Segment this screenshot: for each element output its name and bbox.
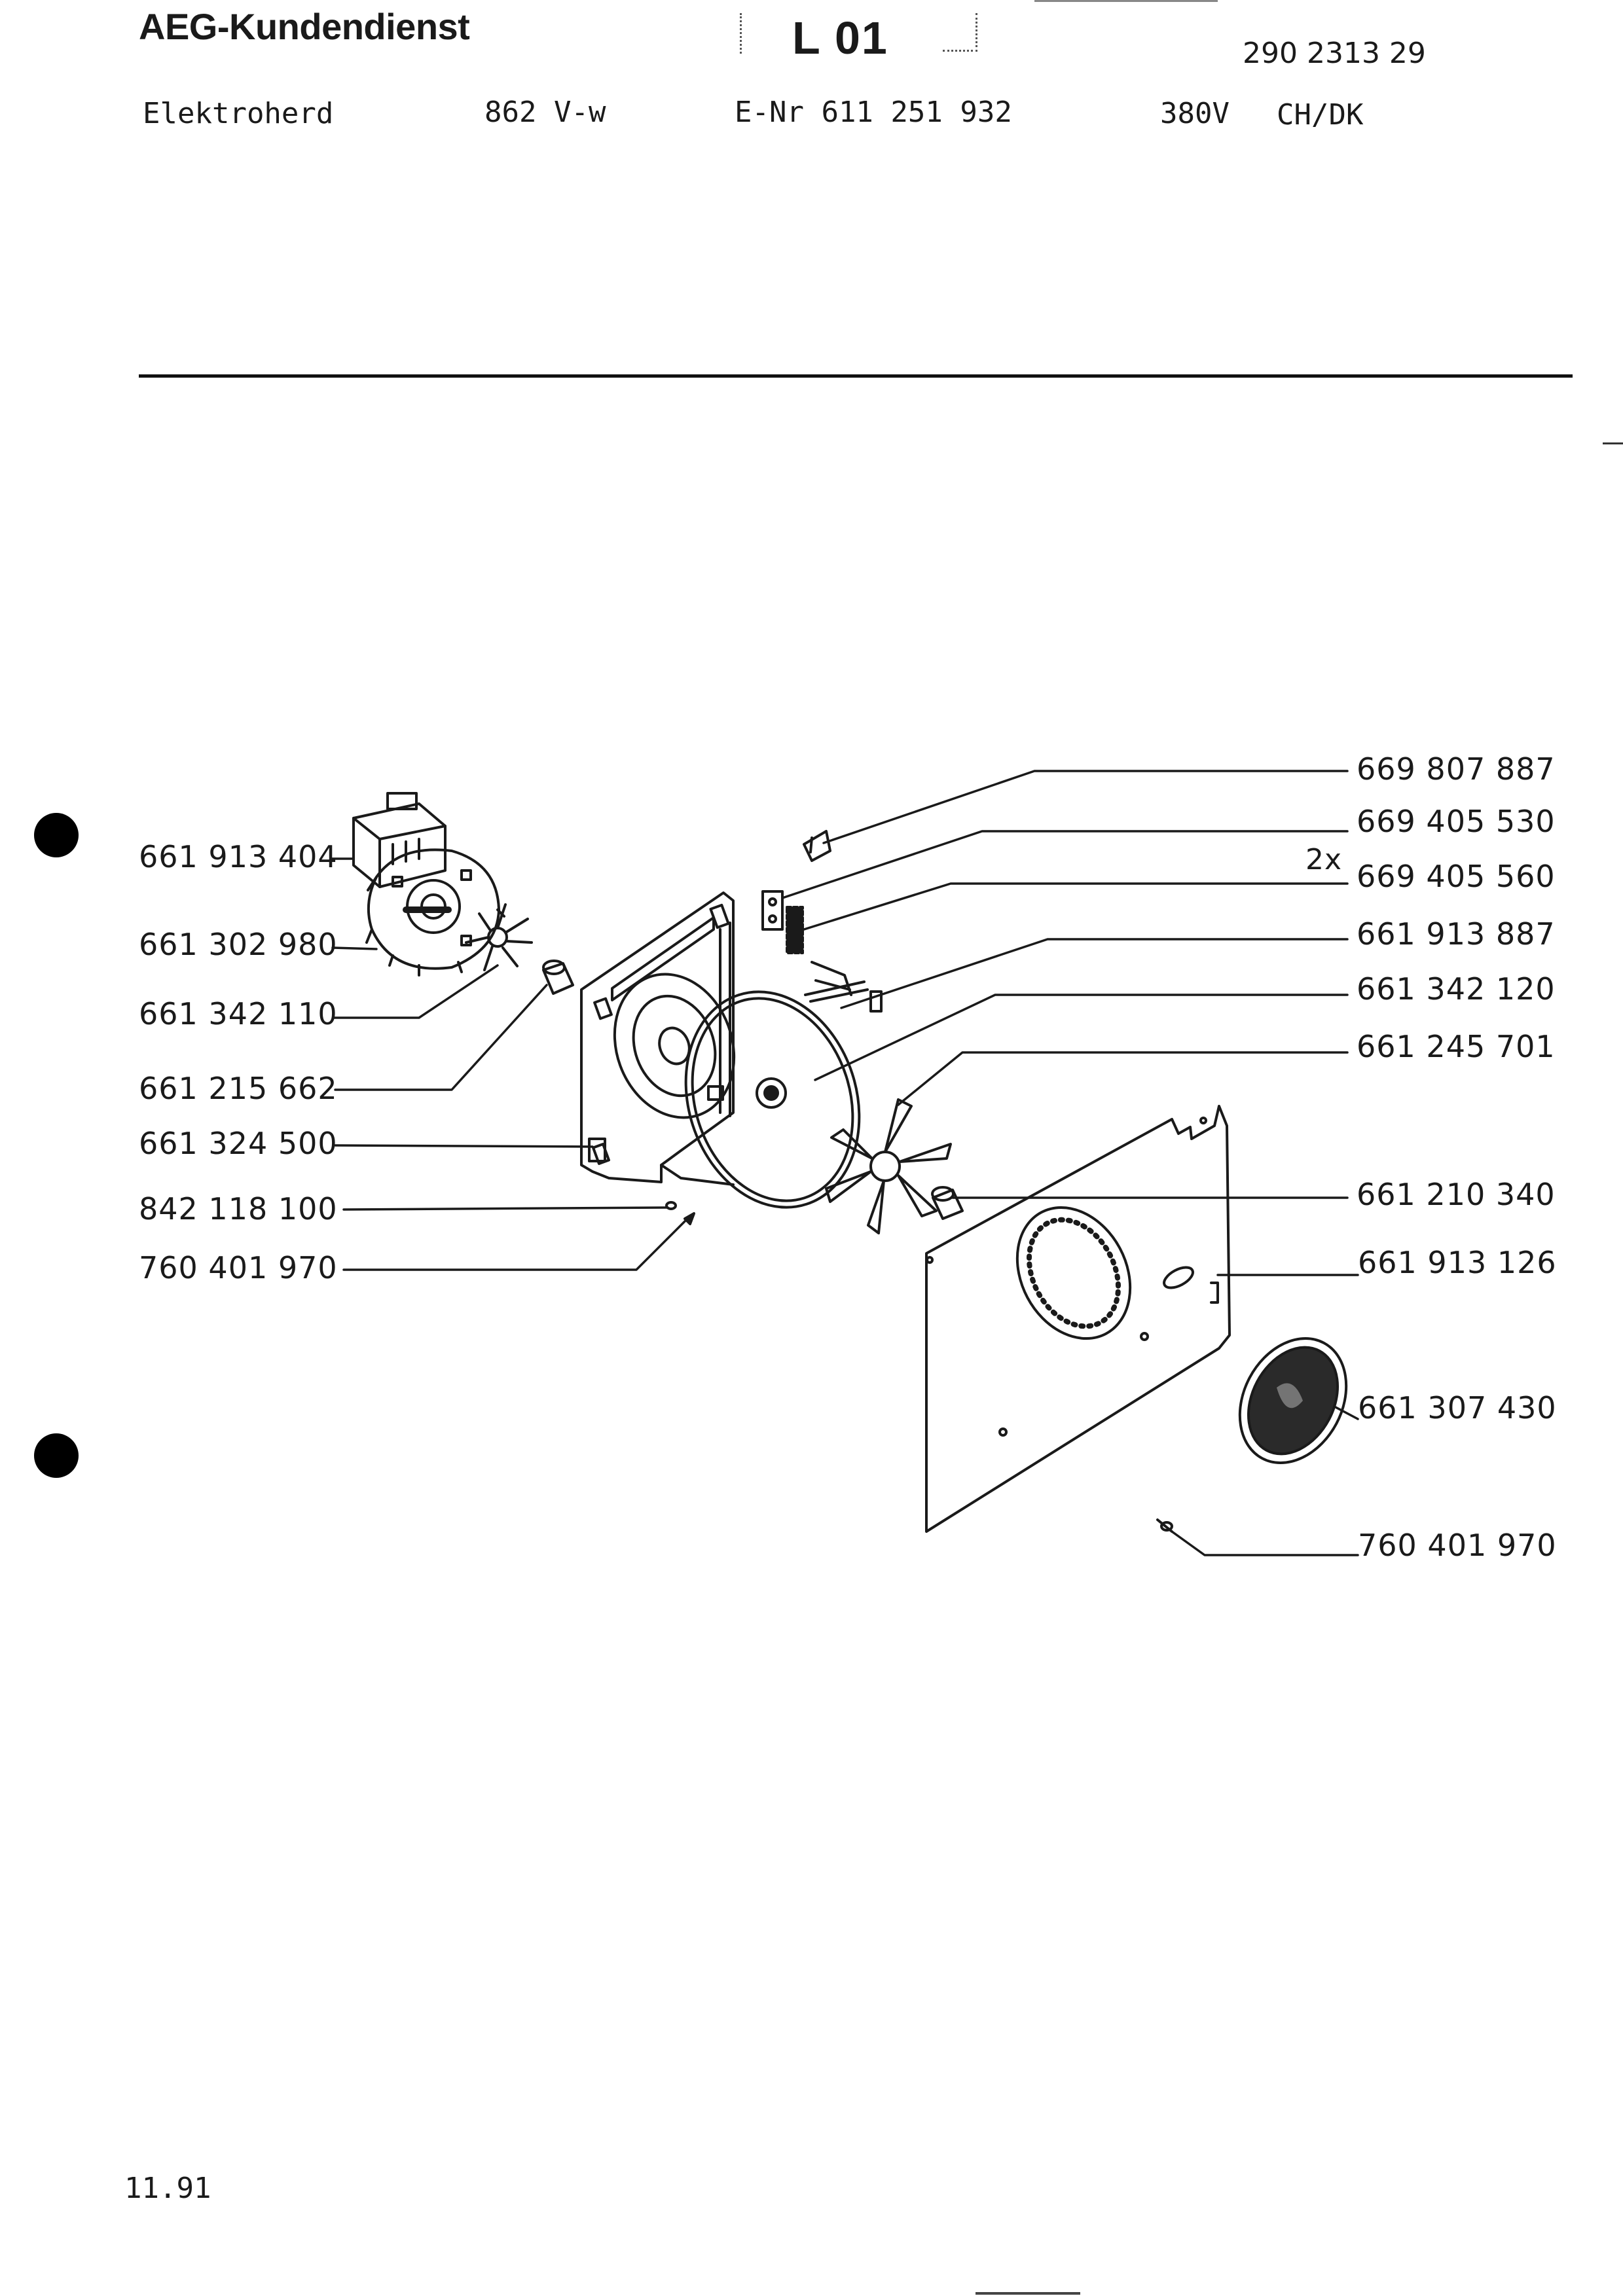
region: CH/DK <box>1277 98 1364 132</box>
part-number-right: 661 342 120 <box>1357 971 1556 1007</box>
lamp-cover-drawing <box>1238 1336 1348 1465</box>
heater-ring-drawing <box>660 980 869 1209</box>
part-number-left: 661 913 404 <box>139 839 338 874</box>
e-number: E-Nr 611 251 932 <box>735 96 1012 129</box>
mounting-plate-drawing <box>580 891 736 1183</box>
small-fan-drawing <box>465 903 533 971</box>
terminal-clip-drawing <box>811 961 883 1013</box>
part-number-right: 669 807 887 <box>1357 751 1556 787</box>
bracket-drawing <box>803 830 831 862</box>
bushing-drawing <box>542 960 574 995</box>
part-number-right: 661 913 126 <box>1358 1245 1557 1280</box>
top-line <box>1034 0 1218 2</box>
terminal-block-drawing <box>761 890 804 954</box>
quantity-note: 2x <box>1305 843 1343 876</box>
large-fan-drawing <box>825 1098 952 1234</box>
part-number-right: 661 245 701 <box>1357 1029 1556 1064</box>
punch-hole-top <box>34 813 79 857</box>
part-number-left: 661 302 980 <box>139 927 338 962</box>
part-number-left: 760 401 970 <box>139 1250 338 1285</box>
part-number-right: 661 913 887 <box>1357 916 1556 952</box>
part-number-left: 661 324 500 <box>139 1126 338 1161</box>
part-number-right: 661 210 340 <box>1357 1177 1556 1212</box>
document-number: 290 2313 29 <box>1243 37 1426 70</box>
motor-flange-drawing <box>365 848 505 977</box>
screw-drawings <box>665 1201 1173 1533</box>
header-rule <box>139 374 1573 378</box>
model-name: 862 V-w <box>484 96 606 129</box>
footer-date: 11.91 <box>124 2172 211 2205</box>
part-number-left: 661 342 110 <box>139 996 338 1031</box>
hub-drawing <box>756 1077 787 1109</box>
punch-hole-bottom <box>34 1433 79 1478</box>
sheet-bracket-left <box>740 13 750 54</box>
part-number-right: 661 307 430 <box>1358 1390 1557 1426</box>
motor-drawing <box>352 792 447 888</box>
part-number-left: 661 215 662 <box>139 1071 338 1106</box>
sheet-code: L 01 <box>792 12 888 63</box>
company-title: AEG-Kundendienst <box>139 6 470 47</box>
sheet-bracket-right <box>943 13 977 52</box>
leader-lines <box>329 770 1359 1556</box>
footer-mark <box>976 2292 1080 2295</box>
part-number-right: 669 405 560 <box>1357 859 1556 894</box>
part-number-right: 669 405 530 <box>1357 804 1556 839</box>
part-number-left: 842 118 100 <box>139 1191 338 1227</box>
product-name: Elektroherd <box>143 97 334 130</box>
spacer-drawing <box>931 1186 964 1220</box>
voltage: 380V <box>1160 97 1230 130</box>
part-number-right: 760 401 970 <box>1358 1528 1557 1563</box>
cover-panel-drawing <box>925 1105 1231 1533</box>
edge-mark <box>1603 442 1623 444</box>
